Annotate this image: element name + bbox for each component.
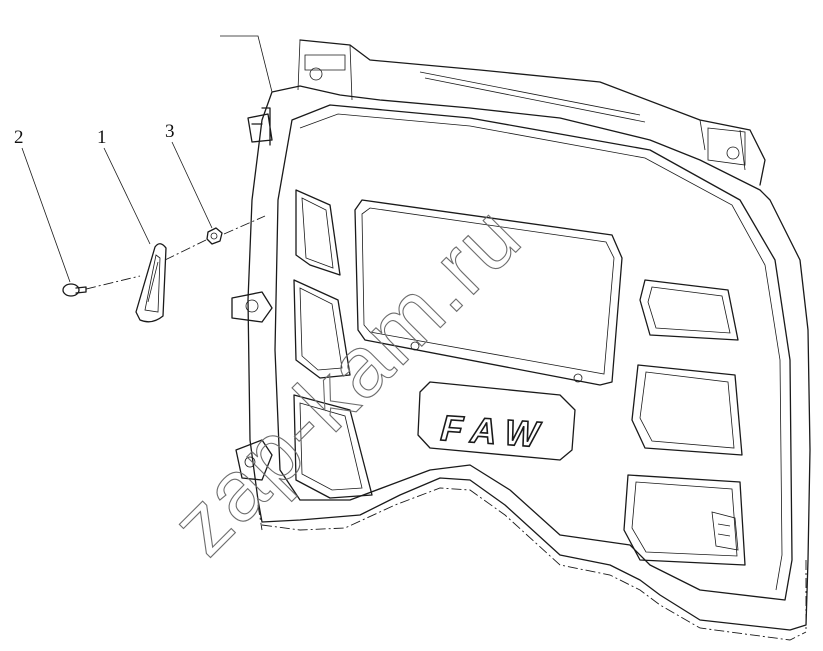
cab-rear-panel bbox=[247, 39, 811, 641]
callout-2: 2 bbox=[14, 127, 24, 148]
faw-logo-text: FAW bbox=[439, 407, 550, 455]
rear-window bbox=[354, 199, 623, 386]
part-2-screw bbox=[62, 283, 87, 297]
hinges bbox=[231, 107, 273, 481]
part-3-nut bbox=[206, 227, 223, 245]
callout-1: 1 bbox=[97, 127, 107, 148]
faw-logo-badge: FAW bbox=[417, 381, 576, 461]
leader-lines bbox=[21, 35, 273, 283]
assembly-axis bbox=[85, 215, 266, 290]
callout-3: 3 bbox=[165, 121, 175, 142]
left-ribs bbox=[293, 189, 373, 499]
part-1-grab-handle bbox=[135, 243, 167, 323]
right-ribs bbox=[623, 279, 746, 566]
